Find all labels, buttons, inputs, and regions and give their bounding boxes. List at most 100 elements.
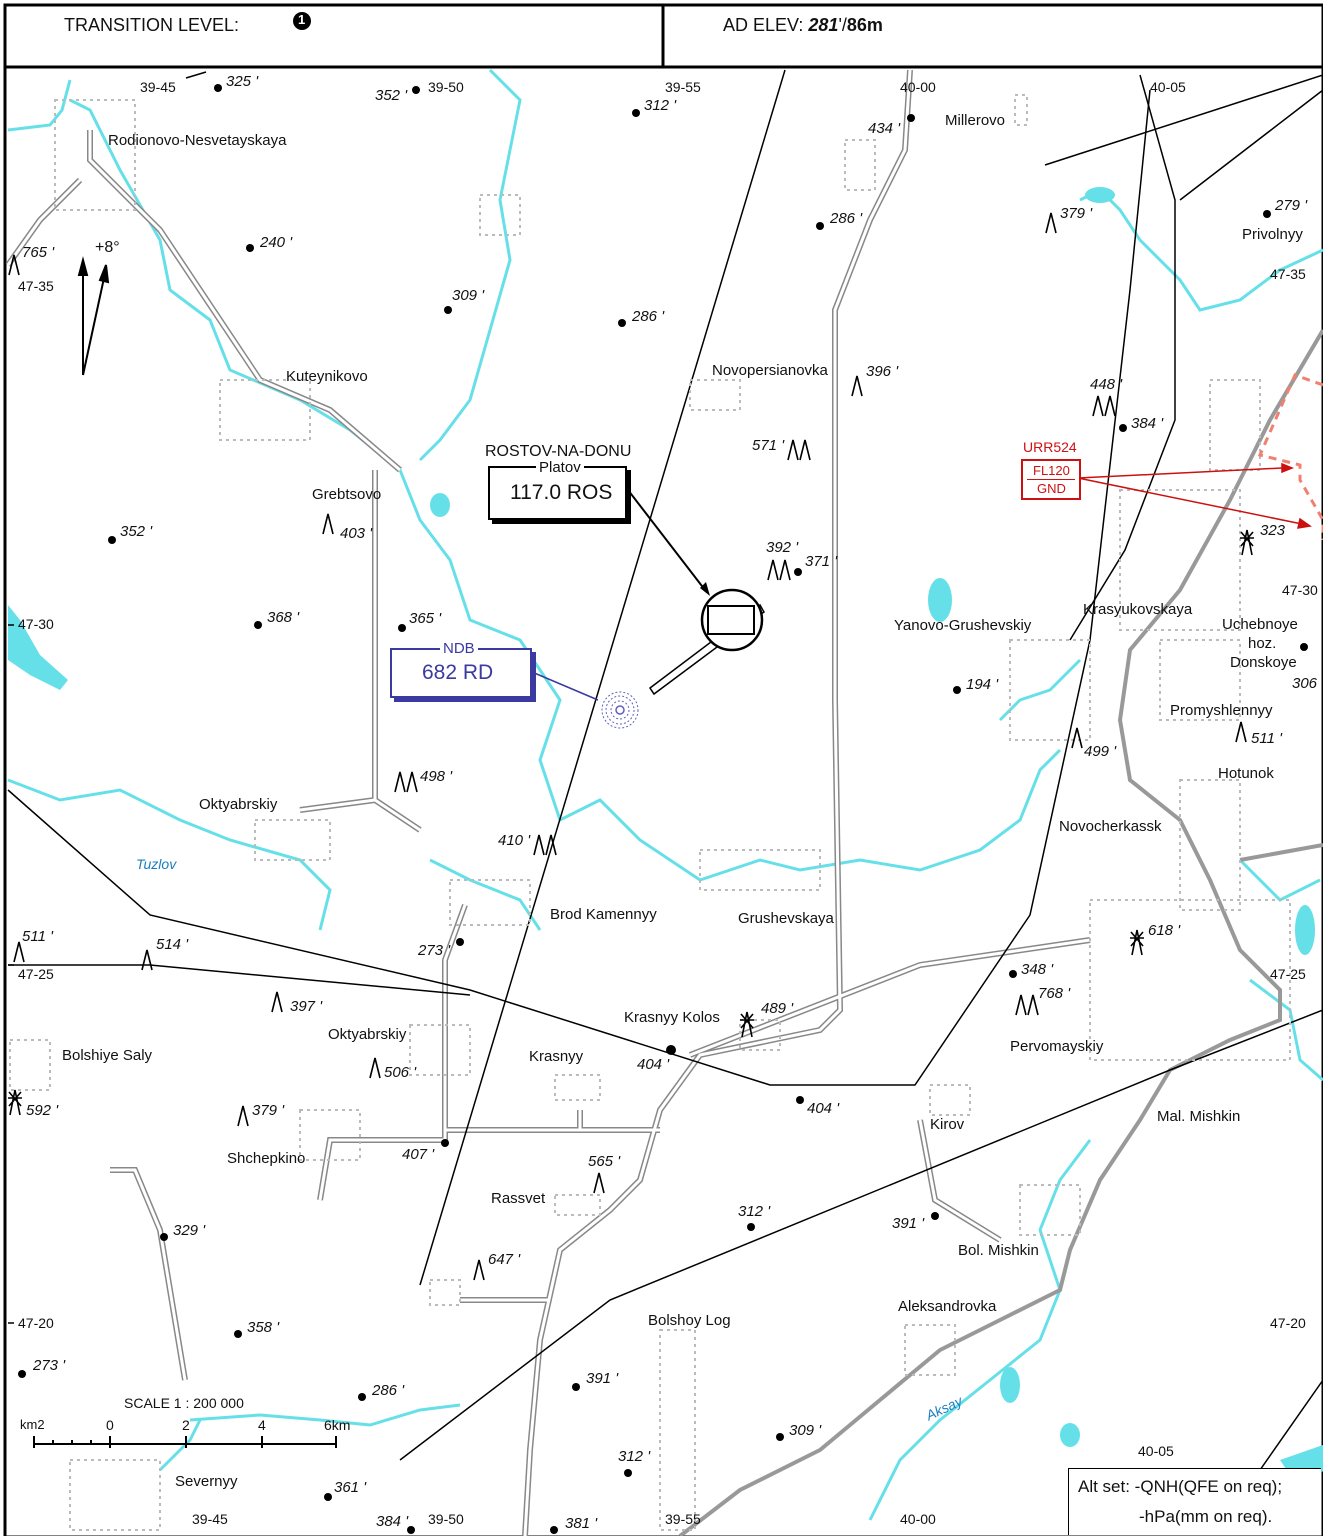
town-label: Mal. Mishkin (1157, 1108, 1241, 1125)
elevation-label: 765 ' (22, 244, 55, 261)
elevation-label: 514 ' (156, 936, 189, 953)
scale-tick-4: 4 (258, 1417, 266, 1433)
town-label: Severnyy (175, 1473, 238, 1490)
town-label: Privolnyy (1242, 226, 1303, 243)
elevation-label: 312 ' (644, 97, 677, 114)
grid-lat-4735-left: 47-35 (18, 278, 54, 294)
ndb-frequency-box: NDB 682 RD (390, 641, 532, 698)
town-label: Kuteynikovo (286, 368, 368, 385)
elevation-label: 309 ' (452, 287, 485, 304)
town-label: Yanovo-Grushevskiy (894, 617, 1032, 634)
airspace-limits-box: FL120 GND (1021, 459, 1081, 500)
elevation-label: 379 ' (1060, 205, 1093, 222)
elevation-label: 384 ' (376, 1513, 409, 1530)
elevation-label: 379 ' (252, 1102, 285, 1119)
elevation-label: 312 ' (618, 1448, 651, 1465)
elevation-label: 434 ' (868, 120, 901, 137)
airspace-pointers (1077, 462, 1312, 529)
alt-set-line2: -hPa(mm on req). (1139, 1507, 1273, 1526)
ad-elev-ft: 281 (808, 15, 839, 35)
elevation-label: 571 ' (752, 437, 785, 454)
elevation-label: 506 ' (384, 1064, 417, 1081)
airspace-name: URR524 (1023, 439, 1077, 455)
town-label: Krasnyy (529, 1048, 584, 1065)
elevation-label: 565 ' (588, 1153, 621, 1170)
grid-lat-4730-left: 47-30 (18, 616, 54, 632)
scale-unit: km2 (20, 1417, 45, 1432)
elevation-label: 325 ' (226, 73, 259, 90)
elevation-label: 404 ' (807, 1100, 840, 1117)
ad-elev: AD ELEV: 281'/86m (723, 15, 883, 36)
town-label: Grushevskaya (738, 910, 834, 927)
grid-lon-4005-top: 40-05 (1150, 79, 1186, 95)
elevation-label: 348 ' (1021, 961, 1054, 978)
transition-note-marker (293, 12, 311, 30)
town-label: Bol. Mishkin (958, 1242, 1039, 1259)
runway (627, 489, 765, 696)
town-label: Pervomayskiy (1010, 1038, 1104, 1055)
town-label: Bolshiye Saly (62, 1047, 153, 1064)
town-label: Krasyukovskaya (1083, 601, 1193, 618)
airspace-upper: FL120 (1033, 463, 1070, 478)
grid-lon-4000-bottom: 40-00 (900, 1511, 936, 1527)
town-label: Promyshlennyy (1170, 702, 1273, 719)
ndb-label: NDB (440, 641, 478, 656)
elevation-label: 368 ' (267, 609, 300, 626)
town-label: Millerovo (945, 112, 1006, 129)
railway (678, 328, 1323, 1536)
town-label: Rassvet (491, 1190, 546, 1207)
obstacles (8, 212, 1254, 1281)
town-label: hoz. (1248, 635, 1277, 652)
town-label: Bolshoy Log (648, 1312, 731, 1329)
elevation-label: 396 ' (866, 363, 899, 380)
elevation-label: 273 ' (33, 1357, 66, 1374)
grid-lon-3955-bottom: 39-55 (665, 1511, 701, 1527)
grid-lon-3945-top: 39-45 (140, 79, 176, 95)
elevation-label: 352 ' (120, 523, 153, 540)
scale-title: SCALE 1 : 200 000 (124, 1395, 244, 1411)
elevation-label: 397 ' (290, 998, 323, 1015)
town-label: Novopersianovka (712, 362, 828, 379)
elevation-label: 194 ' (966, 676, 999, 693)
elevation-label: 511 ' (1251, 730, 1282, 747)
town-label: Brod Kamennyy (550, 906, 657, 923)
scale-tick-0: 0 (106, 1417, 114, 1433)
elevation-label: 384 ' (1131, 415, 1164, 432)
elevation-label: 618 ' (1148, 922, 1181, 939)
town-label: Donskoye (1230, 654, 1297, 671)
transition-level-note: 1 (298, 12, 306, 27)
grid-lat-4725-left: 47-25 (18, 966, 54, 982)
elevation-label: 410 ' (498, 832, 531, 849)
grid-lon-3945-bottom: 39-45 (192, 1511, 228, 1527)
transition-level-label: TRANSITION LEVEL: (64, 15, 240, 35)
grid-lat-4720-right: 47-20 (1270, 1315, 1306, 1331)
elevation-label: 306 ' (1292, 675, 1323, 692)
elevation-label: 391 ' (586, 1370, 619, 1387)
elevation-label: 391 ' (892, 1215, 925, 1232)
town-label: Hotunok (1218, 765, 1274, 782)
scale-bar (33, 1436, 337, 1448)
elevation-label: 407 ' (402, 1146, 435, 1163)
river-tuzlov: Tuzlov (136, 856, 177, 872)
elevation-label: 448 ' (1090, 376, 1123, 393)
airspace-divider (1027, 479, 1075, 480)
settlements (9, 94, 1291, 1531)
grid-lon-4005-bottom: 40-05 (1138, 1443, 1174, 1459)
rivers (7, 68, 1323, 1521)
elevation-label: 489 ' (761, 1000, 794, 1017)
north-arrow (77, 256, 110, 376)
grid-lon-3950-top: 39-50 (428, 79, 464, 95)
airport-frequency: 117.0 ROS (510, 481, 613, 504)
scale-tick-2: 2 (182, 1417, 190, 1433)
grid-ticks (8, 71, 207, 1324)
elevation-label: 323 (1260, 522, 1286, 539)
ndb-symbol (531, 671, 639, 729)
grid-lon-3955-top: 39-55 (665, 79, 701, 95)
ad-elev-unit: '/ (838, 15, 847, 35)
grid-lat-4725-right: 47-25 (1270, 966, 1306, 982)
town-label: Grebtsovo (312, 486, 382, 503)
airport-city: ROSTOV-NA-DONU (485, 443, 632, 460)
town-label: Oktyabrskiy (328, 1026, 407, 1043)
elevation-label: 361 ' (334, 1479, 367, 1496)
